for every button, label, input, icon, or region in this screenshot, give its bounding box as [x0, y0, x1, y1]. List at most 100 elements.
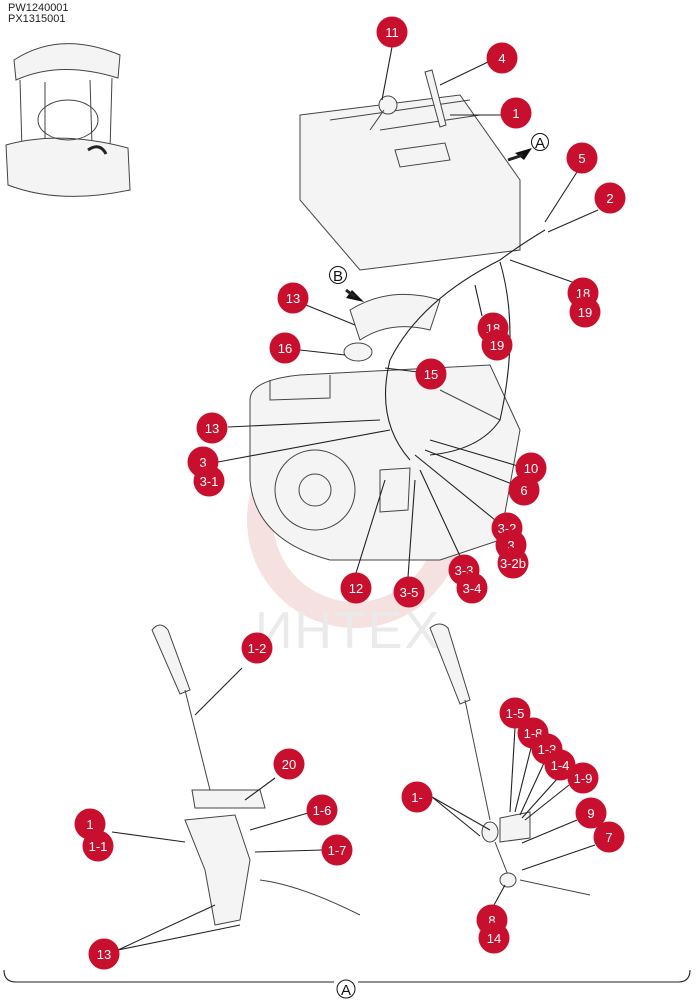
- leader-line: [305, 304, 356, 326]
- leader-line: [521, 844, 596, 871]
- leader-line: [117, 924, 241, 951]
- lever-assembly-left: [151, 624, 361, 926]
- callout-label: 9: [587, 806, 594, 821]
- callout-circle: [241, 632, 273, 664]
- callout-label: 7: [605, 830, 612, 845]
- callout-badge: 1-9: [567, 762, 599, 794]
- leader-line: [419, 469, 461, 557]
- callout-badge: 11: [376, 16, 408, 48]
- callout-label: 3: [507, 538, 514, 553]
- leader-line: [381, 46, 393, 101]
- callout-circle: [196, 412, 228, 444]
- callout-label: 16: [278, 341, 292, 356]
- leader-line: [217, 429, 391, 463]
- callout-circle: [508, 474, 540, 506]
- callout-label: 3-1: [200, 474, 219, 489]
- callout-badge: 13: [196, 412, 228, 444]
- view-label-b: B: [333, 268, 343, 285]
- callout-badge: 4: [486, 42, 518, 74]
- callout-label: 20: [282, 757, 296, 772]
- callout-circle: [544, 749, 576, 781]
- callout-badge: 3-1: [193, 465, 225, 497]
- callout-badge: 13: [88, 938, 120, 970]
- leader-line: [254, 849, 323, 853]
- callout-label: 19: [578, 305, 592, 320]
- callout-label: 1-2: [248, 641, 267, 656]
- callout-circle: [567, 762, 599, 794]
- callout-badge: 3-4: [456, 572, 488, 604]
- callout-badge: 1: [500, 97, 532, 129]
- callout-label: 6: [520, 483, 527, 498]
- callout-badge: 20: [273, 748, 305, 780]
- callout-circle: [497, 547, 529, 579]
- callout-circle: [593, 821, 625, 853]
- callout-label: 1-5: [506, 706, 525, 721]
- callout-badge: 6: [508, 474, 540, 506]
- watermark-text: ИНТЕХ: [255, 602, 441, 660]
- footer-view-label: A: [341, 982, 351, 999]
- callout-circle: [277, 282, 309, 314]
- leader-line: [227, 419, 381, 428]
- callout-label: 13: [286, 291, 300, 306]
- callout-badge: 1-4: [544, 749, 576, 781]
- callout-badge: 16: [269, 332, 301, 364]
- callout-badge: 1-7: [321, 834, 353, 866]
- leader-line: [439, 61, 489, 86]
- callout-badge: 1-6: [306, 794, 338, 826]
- callout-label: 8: [488, 913, 495, 928]
- callout-label: 14: [487, 931, 501, 946]
- view-label-a: A: [535, 135, 545, 152]
- callout-circle: [486, 42, 518, 74]
- callout-badge: 1-2: [241, 632, 273, 664]
- callout-label: 1-7: [328, 843, 347, 858]
- callout-circle: [566, 142, 598, 174]
- callout-label: 13: [97, 947, 111, 962]
- leader-line: [117, 904, 216, 951]
- leader-line: [414, 454, 496, 521]
- part-code-2: PX1315001: [8, 13, 66, 25]
- callout-label: 3-2b: [500, 556, 526, 571]
- callout-circle: [594, 182, 626, 214]
- leader-line: [299, 349, 346, 356]
- engine-assembly: [249, 293, 521, 561]
- callout-circle: [499, 697, 531, 729]
- leader-line: [244, 777, 276, 801]
- leader-line: [524, 784, 570, 821]
- callout-circle: [401, 781, 433, 813]
- callout-label: 4: [498, 51, 505, 66]
- callout-circle: [575, 797, 607, 829]
- callout-circle: [273, 748, 305, 780]
- callout-circle: [321, 834, 353, 866]
- leader-line: [544, 171, 578, 223]
- callout-label: 1-1: [89, 839, 108, 854]
- callout-badge: 12: [340, 572, 372, 604]
- callout-label: 1-9: [574, 771, 593, 786]
- callout-circle: [269, 332, 301, 364]
- callout-circle: [340, 572, 372, 604]
- callout-circle: [569, 296, 601, 328]
- leader-line: [431, 796, 481, 837]
- callout-circle: [415, 358, 447, 390]
- callout-circle: [481, 329, 513, 361]
- callout-badge: 5: [566, 142, 598, 174]
- callout-badge: 15: [415, 358, 447, 390]
- callout-label: 5: [578, 151, 585, 166]
- leader-line: [355, 479, 386, 574]
- leader-line: [519, 762, 545, 816]
- footer-bracket: A: [3, 969, 691, 999]
- callout-badge: 9: [575, 797, 607, 829]
- lever-assembly-right: [429, 623, 591, 896]
- leader-line: [429, 439, 519, 467]
- leader-line: [521, 778, 558, 819]
- control-console: [299, 69, 521, 271]
- callout-label: 13: [205, 421, 219, 436]
- callout-circle: [478, 922, 510, 954]
- callout-badge: 2: [594, 182, 626, 214]
- callout-badge: 1-: [401, 781, 433, 813]
- callout-label: 12: [349, 581, 363, 596]
- callout-circle: [376, 16, 408, 48]
- leader-line: [384, 367, 419, 373]
- control-cable: [384, 229, 546, 461]
